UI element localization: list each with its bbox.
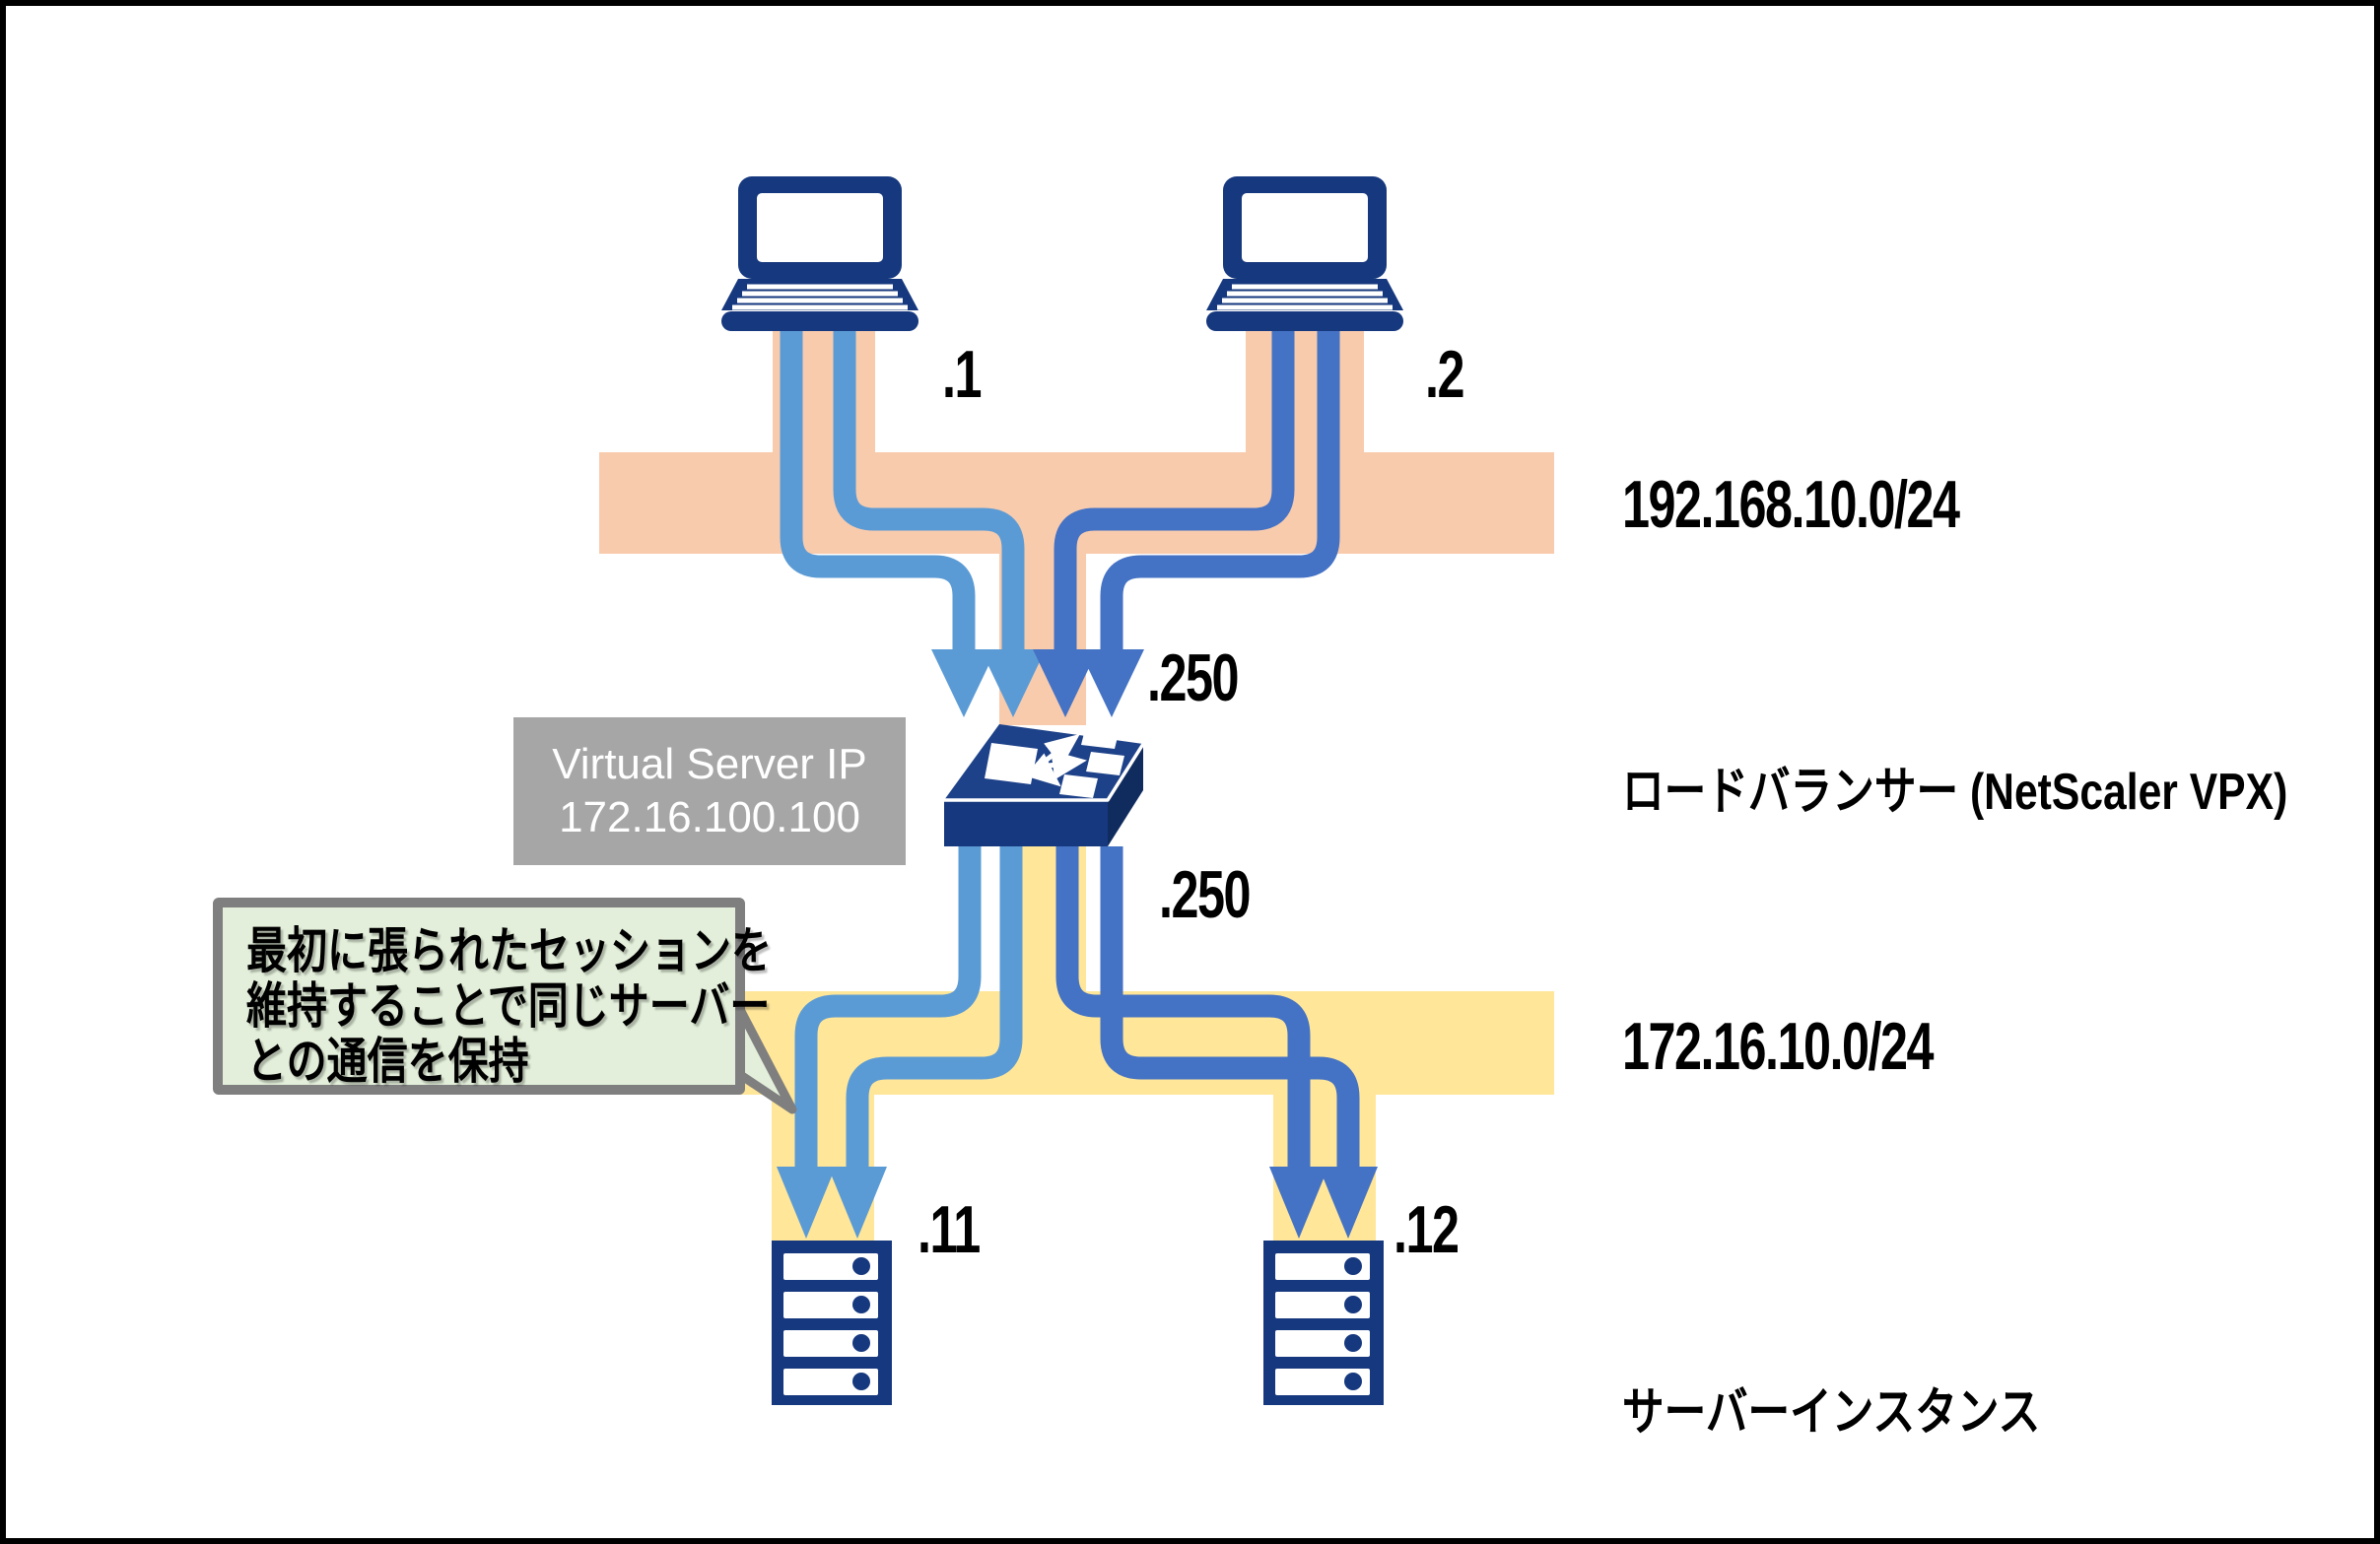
server2-ip-label: .12 [1394, 1192, 1460, 1267]
frontend-network-band [599, 329, 1554, 725]
arrow-icon [1319, 1167, 1378, 1239]
lb-frontend-ip-label: .250 [1147, 640, 1240, 715]
session-flow-client2-down [1054, 329, 1340, 661]
arrow-icon [981, 649, 1046, 717]
servers-group-label: サーバーインスタンス [1622, 1384, 2041, 1442]
server2-icon [1263, 1241, 1384, 1405]
callout-line-1: 最初に張られたセッションを [246, 923, 772, 978]
backend-cidr-label: 172.16.10.0/24 [1622, 1009, 1935, 1084]
frontend-cidr-label: 192.168.10.0/24 [1622, 467, 1960, 542]
arrow-icon [931, 649, 996, 717]
session-flow-to-server2 [1055, 846, 1378, 1239]
client2-laptop-icon [1206, 176, 1403, 331]
server1-icon [772, 1241, 892, 1405]
client1-laptop-icon [721, 176, 918, 331]
lb-name-label: ロードバランサー (NetScaler VPX) [1622, 764, 2288, 821]
arrow-icon [1079, 649, 1144, 717]
lb-backend-ip-label: .250 [1159, 857, 1252, 932]
virtual-server-ip-box: Virtual Server IP 172.16.100.100 [513, 717, 906, 865]
vip-address: 172.16.100.100 [559, 793, 860, 841]
arrow-icon [777, 1167, 836, 1239]
arrow-icon [1269, 1167, 1328, 1239]
session-persistence-callout: 最初に張られたセッションを 維持することで同じサーバー との通信を保持 [213, 898, 772, 1095]
callout-line-3: との通信を保持 [246, 1034, 529, 1089]
server1-ip-label: .11 [918, 1192, 981, 1267]
vip-title: Virtual Server IP [552, 740, 867, 788]
arrow-icon [828, 1167, 887, 1239]
client2-ip-label: .2 [1425, 337, 1464, 412]
arrow-icon [1033, 649, 1098, 717]
session-flow-to-server1 [777, 846, 1023, 1239]
load-balancer-icon [944, 724, 1145, 846]
arrows-into-lb [931, 649, 1144, 717]
session-flow-client1-down [780, 329, 1025, 661]
diagram-art [599, 176, 1554, 1405]
callout-line-2: 維持することで同じサーバー [246, 978, 771, 1034]
client1-ip-label: .1 [942, 337, 982, 412]
